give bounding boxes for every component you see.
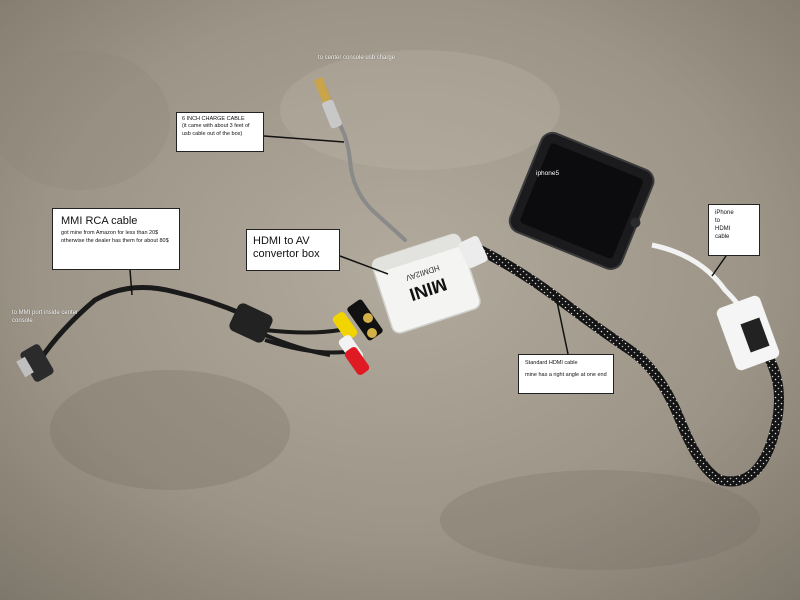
iphone-screen-label: iphone5 bbox=[536, 170, 560, 177]
callout-mmi-rca: MMI RCA cable got mine from Amazon for l… bbox=[52, 208, 180, 270]
callout-standard-hdmi-title: Standard HDMI cable bbox=[525, 360, 578, 366]
callout-hdmi-av-line2: convertor box bbox=[253, 248, 320, 261]
callout-charge-cable-title: 6 INCH CHARGE CABLE bbox=[182, 116, 245, 122]
floor-stains bbox=[0, 50, 760, 570]
callout-mmi-rca-title: MMI RCA cable bbox=[61, 215, 138, 227]
callout-charge-cable-line2: usb cable out of the box) bbox=[182, 130, 243, 137]
rca-plugs bbox=[332, 299, 383, 375]
callout-iphone-hdmi-line2: to bbox=[715, 218, 721, 225]
callout-standard-hdmi: Standard HDMI cable mine has a right ang… bbox=[518, 354, 614, 394]
converter-box: MINI HDMI2AV bbox=[371, 233, 481, 334]
iphone bbox=[508, 131, 655, 270]
callout-iphone-hdmi-line1: iPhone bbox=[715, 210, 734, 216]
callout-mmi-rca-line2: otherwise the dealer has them for about … bbox=[61, 237, 169, 244]
mmi-rca-cable bbox=[16, 285, 346, 382]
usb-charge-cable bbox=[313, 77, 407, 242]
callout-standard-hdmi-line1: mine has a right angle at one end bbox=[525, 372, 607, 379]
callout-charge-cable-line1: (it came with about 3 feet of bbox=[182, 123, 250, 130]
mmi-port-label: to MMI port inside center console bbox=[12, 310, 79, 324]
callout-charge-cable: 6 INCH CHARGE CABLE (it came with about … bbox=[176, 112, 264, 152]
usb-charge-label: to center console usb charge bbox=[318, 55, 396, 61]
callout-hdmi-av: HDMI to AV convertor box bbox=[246, 229, 340, 271]
iphone-hdmi-adapter bbox=[651, 242, 780, 371]
callout-hdmi-av-line1: HDMI to AV bbox=[253, 235, 310, 247]
callout-iphone-hdmi: iPhone to HDMI cable bbox=[708, 204, 760, 256]
callout-iphone-hdmi-line4: cable bbox=[715, 234, 730, 241]
callout-iphone-hdmi-line3: HDMI bbox=[715, 226, 731, 233]
callout-mmi-rca-line1: got mine from Amazon for less than 20$ bbox=[61, 230, 159, 237]
